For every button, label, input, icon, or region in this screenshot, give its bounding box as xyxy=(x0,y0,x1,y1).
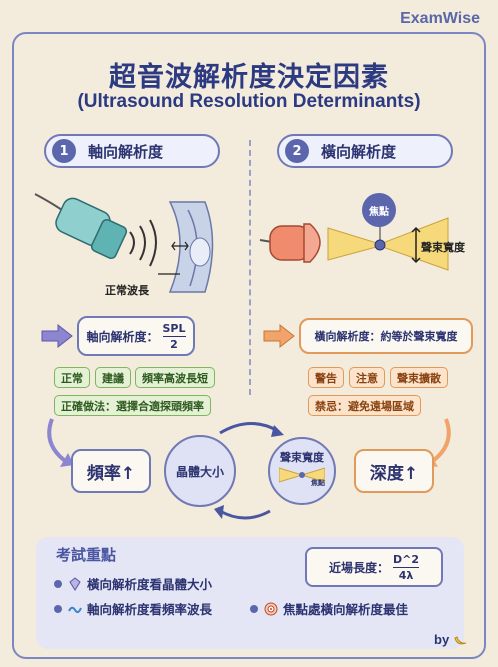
axial-result-frequency: 頻率↑ xyxy=(71,449,151,493)
axial-heading: 1 軸向解析度 xyxy=(44,134,220,168)
axial-fraction: SPL 2 xyxy=(162,321,186,351)
beam-focus-icon xyxy=(279,467,325,483)
section-number-1: 1 xyxy=(52,139,76,163)
cycle-arrows xyxy=(214,421,284,520)
tag-normal: 正常 xyxy=(54,367,90,388)
curved-arrow-icon xyxy=(47,418,74,467)
footer-by: by xyxy=(434,632,467,647)
linear-probe-icon xyxy=(55,197,128,260)
near-field-formula-box: 近場長度： D^2 4λ xyxy=(305,547,443,587)
lateral-result-depth: 深度↑ xyxy=(354,449,434,493)
page-subtitle: (Ultrasound Resolution Determinants) xyxy=(77,91,421,112)
crystal-icon xyxy=(69,576,81,591)
lateral-formula-box: 橫向解析度：約等於聲束寬度 xyxy=(299,318,473,354)
bullet-icon xyxy=(250,604,258,613)
arrow-right-icon xyxy=(263,323,295,349)
axial-formula-numerator: SPL xyxy=(162,321,186,335)
exam-point-2: 軸向解析度看頻率波長 xyxy=(54,599,212,618)
wave-icon xyxy=(68,606,82,613)
target-icon xyxy=(264,602,278,615)
main-frame xyxy=(12,32,486,659)
exam-point-3: 焦點處橫向解析度最佳 xyxy=(250,599,408,618)
near-field-numerator: D^2 xyxy=(393,552,420,566)
tag-suggest: 建議 xyxy=(95,367,131,388)
bullet-icon xyxy=(54,579,62,588)
beam-focus-caption: 焦點 xyxy=(311,479,325,487)
beam-width-label: 聲束寬度 xyxy=(421,241,465,254)
beam-width-node: 聲束寬度 xyxy=(268,437,336,505)
tissue-layers-icon xyxy=(168,201,214,293)
normal-wavelength-label: 正常波長 xyxy=(105,284,149,297)
section-number-2: 2 xyxy=(285,139,309,163)
arrow-right-icon xyxy=(41,323,73,349)
section-divider xyxy=(249,140,251,395)
brand-logo: ExamWise xyxy=(400,10,480,27)
beam-width-node-label: 聲束寬度 xyxy=(280,451,324,464)
tag-high-freq: 頻率高波長短 xyxy=(135,367,215,388)
banana-icon xyxy=(454,635,466,644)
axial-heading-label: 軸向解析度 xyxy=(88,142,164,161)
lateral-heading: 2 橫向解析度 xyxy=(277,134,453,168)
focus-marker: 焦點 xyxy=(362,193,396,227)
tag-beam-spread: 聲束擴散 xyxy=(390,367,448,388)
lateral-heading-label: 橫向解析度 xyxy=(321,142,397,161)
tag-caution: 注意 xyxy=(349,367,385,388)
near-field-denominator: 4λ xyxy=(398,568,414,582)
near-field-label: 近場長度： xyxy=(328,560,389,575)
axial-formula-box: 軸向解析度： SPL 2 xyxy=(77,316,195,356)
axial-formula-label: 軸向解析度： xyxy=(86,329,159,344)
exam-point-1: 橫向解析度看晶體大小 xyxy=(54,574,212,593)
page-title: 超音波解析度決定因素 xyxy=(109,62,389,93)
axial-formula-denominator: 2 xyxy=(170,337,178,351)
convex-probe-icon xyxy=(269,223,321,263)
tag-method: 正確做法：選擇合適探頭頻率 xyxy=(54,395,211,416)
lateral-illustration xyxy=(259,212,449,271)
near-field-fraction: D^2 4λ xyxy=(393,552,420,582)
tag-forbid: 禁忌：避免遠場區域 xyxy=(308,395,421,416)
exam-title: 考試重點 xyxy=(56,546,117,564)
crystal-size-node: 晶體大小 xyxy=(164,435,236,507)
bullet-icon xyxy=(54,604,62,613)
tag-warning: 警告 xyxy=(308,367,344,388)
axial-illustration xyxy=(34,193,214,293)
